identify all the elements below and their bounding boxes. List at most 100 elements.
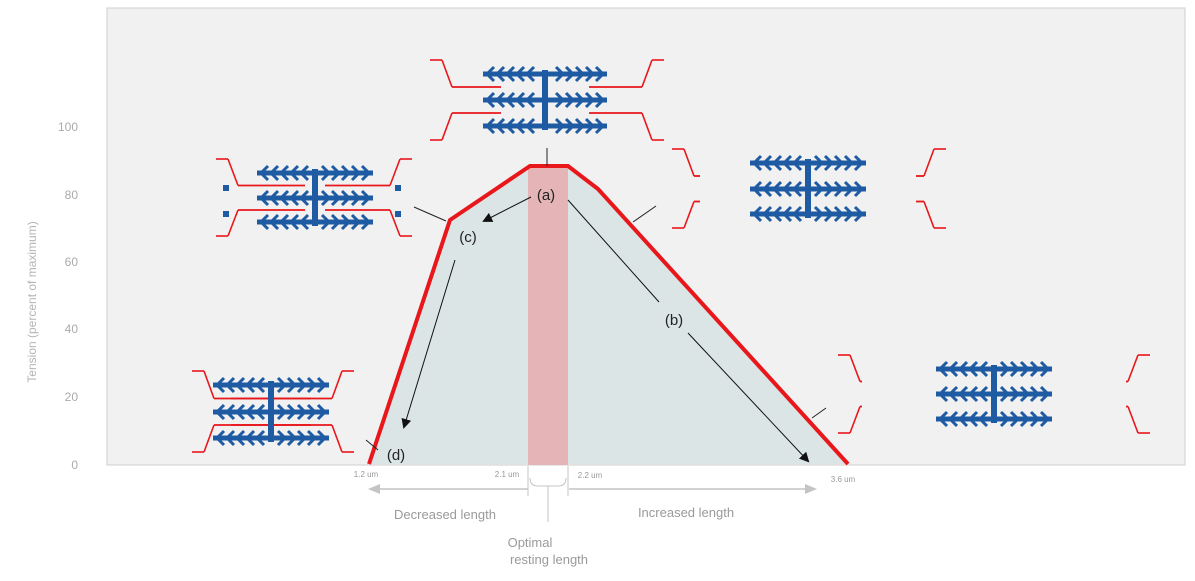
myosin-head xyxy=(584,91,596,109)
myosin-head xyxy=(276,403,288,421)
z-line-branch xyxy=(441,59,453,88)
myosin-head xyxy=(813,180,825,198)
sarcomere-overstretched-illustration xyxy=(838,354,1150,434)
myosin-head xyxy=(781,180,793,198)
myosin-head xyxy=(484,91,496,109)
arrow-b-to-end xyxy=(687,332,810,463)
myosin-head xyxy=(554,65,566,83)
z-line-branch xyxy=(389,209,401,237)
myosin-head xyxy=(761,180,773,198)
z-line-branch xyxy=(683,148,695,177)
myosin-head xyxy=(278,164,290,182)
myosin-head xyxy=(258,213,270,231)
z-line-branch xyxy=(203,424,215,453)
myosin-head xyxy=(288,164,300,182)
myosin-head xyxy=(823,154,835,172)
myosin-head xyxy=(286,403,298,421)
y-axis-label: Tension (percent of maximum) xyxy=(25,221,39,382)
point-b-label: (b) xyxy=(665,312,683,329)
leader-line-far-right xyxy=(811,407,827,419)
myosin-head xyxy=(1029,410,1041,428)
myosin-head xyxy=(330,189,342,207)
myosin-head xyxy=(813,205,825,223)
myosin-head xyxy=(234,376,246,394)
myosin-head xyxy=(771,205,783,223)
myosin-head xyxy=(524,117,536,135)
myosin-head xyxy=(224,429,236,447)
myosin-head xyxy=(957,410,969,428)
myosin-head xyxy=(957,385,969,403)
y-tick-80: 80 xyxy=(65,188,79,202)
myosin-head xyxy=(833,180,845,198)
myosin-head xyxy=(244,376,256,394)
myosin-head xyxy=(781,205,793,223)
z-line-branch xyxy=(923,148,935,177)
myosin-head xyxy=(330,213,342,231)
myosin-head xyxy=(330,164,342,182)
myosin-head xyxy=(594,65,606,83)
myosin-head xyxy=(514,117,526,135)
myosin-head xyxy=(306,403,318,421)
myosin-head xyxy=(967,385,979,403)
myosin-head xyxy=(320,164,332,182)
myosin-head xyxy=(813,154,825,172)
myosin-head xyxy=(320,189,332,207)
myosin-head xyxy=(1019,410,1031,428)
myosin-head xyxy=(296,429,308,447)
myosin-head xyxy=(214,376,226,394)
myosin-head xyxy=(1029,385,1041,403)
myosin-head xyxy=(276,376,288,394)
myosin-head xyxy=(224,376,236,394)
myosin-head xyxy=(1039,385,1051,403)
decreased-length-caption: Decreased length xyxy=(394,507,496,522)
myosin-head xyxy=(823,205,835,223)
myosin-head xyxy=(999,385,1011,403)
myosin-head xyxy=(494,91,506,109)
myosin-head xyxy=(1029,360,1041,378)
myosin-head xyxy=(316,403,328,421)
myosin-head xyxy=(340,213,352,231)
myosin-head xyxy=(957,360,969,378)
optimal-caption-line2: resting length xyxy=(510,552,588,567)
myosin-head xyxy=(761,205,773,223)
sarcomere-short-illustration xyxy=(216,158,412,237)
myosin-head xyxy=(214,403,226,421)
z-line-branch xyxy=(923,201,935,229)
length-label-2: 2.1 um xyxy=(495,470,520,479)
myosin-head xyxy=(937,410,949,428)
z-line-branch xyxy=(1127,406,1139,434)
myosin-head xyxy=(947,360,959,378)
point-d-label: (d) xyxy=(387,447,405,464)
z-line-branch xyxy=(1127,354,1139,382)
leader-line-c xyxy=(413,206,447,222)
myosin-head xyxy=(360,189,372,207)
myosin-head xyxy=(947,385,959,403)
z-line-branch xyxy=(641,112,653,141)
myosin-head xyxy=(999,410,1011,428)
y-tick-100: 100 xyxy=(58,120,78,134)
myosin-head xyxy=(853,154,865,172)
leader-line-d xyxy=(365,439,379,451)
myosin-head xyxy=(306,376,318,394)
myosin-head xyxy=(584,117,596,135)
myosin-head xyxy=(350,213,362,231)
thick-filament-end xyxy=(395,185,401,191)
y-tick-0: 0 xyxy=(71,458,78,472)
point-c-label: (c) xyxy=(459,229,477,246)
myosin-head xyxy=(1019,385,1031,403)
sarcomere-optimal-illustration xyxy=(430,59,664,141)
myosin-head xyxy=(254,429,266,447)
length-label-1: 1.2 um xyxy=(354,470,379,479)
myosin-head xyxy=(484,117,496,135)
myosin-head xyxy=(999,360,1011,378)
myosin-head xyxy=(340,164,352,182)
y-tick-60: 60 xyxy=(65,255,79,269)
myosin-head xyxy=(843,180,855,198)
increased-length-caption: Increased length xyxy=(638,505,734,520)
myosin-head xyxy=(751,180,763,198)
myosin-head xyxy=(350,164,362,182)
z-line-branch xyxy=(203,370,215,399)
myosin-head xyxy=(254,376,266,394)
z-line-branch xyxy=(331,370,343,399)
length-tension-curve xyxy=(367,164,850,466)
